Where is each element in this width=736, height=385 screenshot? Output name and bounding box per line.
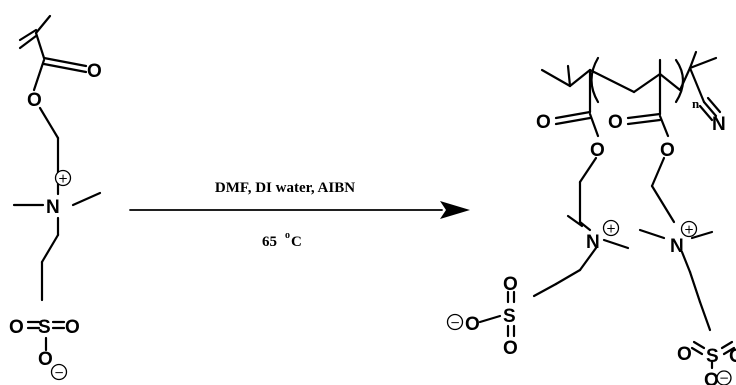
- end-right-bond: [678, 66, 692, 92]
- side-chain-1-ester-oxygen: O: [590, 140, 605, 161]
- nitrile-triple-3: [698, 104, 714, 122]
- side-chain-2-negative-charge-icon: [716, 370, 732, 385]
- reaction-temperature-degree: o: [285, 230, 290, 241]
- reaction-temperature-value: 65: [262, 234, 277, 250]
- side-chain-1-carbonyl-b: [554, 116, 592, 126]
- nitrile-carbon-bond: [688, 66, 706, 104]
- reaction-reagents: DMF, DI water, AIBN: [215, 180, 355, 196]
- side-chain-2-propyl-1: [680, 250, 692, 274]
- ester-oxygen: O: [27, 90, 42, 111]
- side-chain-1-propyl-1: [578, 246, 598, 272]
- side-chain-1-ester: [588, 112, 600, 138]
- side-chain-1-sulfonate-oxygen: O: [465, 314, 480, 335]
- alpha-carbon-bond: [34, 31, 46, 60]
- nitrile-triple-1: [702, 100, 718, 118]
- side-chain-1-positive-sign: +: [606, 222, 616, 236]
- end-methyl-1: [540, 68, 572, 88]
- side-chain-1-carbonyl-oxygen: O: [536, 112, 551, 133]
- methyl-bond: [34, 14, 52, 35]
- ethyl-bond-1: [38, 106, 60, 140]
- carbonyl-bond-b: [42, 62, 88, 74]
- end-right-methyl-2: [688, 50, 698, 70]
- side-chain-1-n-methyl-1: [566, 214, 584, 228]
- side-chain-1-n-methyl-2: [602, 238, 630, 250]
- side-chain-2-positive-sign: +: [684, 223, 694, 237]
- side-chain-2-ester-oxygen: O: [660, 140, 675, 161]
- side-chain-2-ethyl-2: [650, 184, 676, 224]
- side-chain-2-ethyl-1: [650, 156, 666, 188]
- repeat-index: n: [692, 96, 700, 111]
- side-chain-2-so-right-b: [722, 346, 736, 356]
- side-chain-1-so-left: [478, 314, 502, 324]
- arrow-head-icon: [440, 201, 470, 219]
- carbonyl-oxygen: O: [87, 61, 102, 82]
- side-chain-1-negative-sign: −: [450, 316, 460, 330]
- sulfonyl-oxygen-left: O: [9, 317, 24, 338]
- negative-charge-icon: [50, 363, 68, 381]
- sulfur-atom: S: [38, 317, 51, 338]
- side-chain-2-sulfur: S: [706, 346, 719, 367]
- side-chain-2-propyl-3: [698, 300, 712, 332]
- side-chain-1-n-bond: [578, 220, 592, 232]
- repeat-bracket-left: [590, 56, 600, 104]
- side-chain-1-carbonyl-a: [554, 110, 592, 120]
- vinyl-bond-a: [18, 34, 38, 50]
- positive-charge-icon: [54, 169, 72, 187]
- end-to-backbone: [568, 68, 592, 88]
- backbone-bond-2: [632, 72, 662, 94]
- side-chain-2-so-left-a: [692, 340, 706, 350]
- n-methyl-right: [71, 191, 102, 207]
- sulfonate-oxygen: O: [38, 349, 53, 370]
- side-chain-2-negative-sign: −: [719, 371, 729, 385]
- side-chain-2-carbonyl-b: [626, 118, 662, 126]
- side-chain-2-so-right-a: [720, 340, 734, 350]
- reaction-temperature-unit: C: [291, 234, 302, 250]
- backbone-bond-1: [588, 68, 636, 94]
- side-chain-1-sulfonyl-oxygen-bottom: O: [503, 338, 518, 359]
- side-chain-2-ester: [658, 114, 670, 138]
- nitrile-nitrogen: N: [712, 114, 726, 135]
- side-chain-1-sulfonyl-oxygen-top: O: [503, 274, 518, 295]
- side-chain-2-positive-charge-icon: [680, 220, 698, 238]
- carbonyl-bond-a: [42, 56, 88, 68]
- vinyl-bond-b: [18, 28, 38, 42]
- end-right-methyl-1: [688, 56, 718, 70]
- side-chain-1-positive-charge-icon: [602, 219, 620, 237]
- backbone-bond-3: [658, 72, 682, 92]
- side-chain-2-sulfonate-oxygen: O: [704, 370, 719, 385]
- reaction-arrow: [129, 201, 470, 219]
- side-chain-2-carbonyl-oxygen: O: [608, 112, 623, 133]
- side-chain-2-nitrogen: N: [670, 236, 684, 257]
- sulfonyl-oxygen-right: O: [65, 317, 80, 338]
- side-chain-1-ethyl-1: [578, 156, 598, 184]
- repeat-bracket-right: [674, 58, 685, 104]
- side-chain-2-so-left-b: [690, 346, 704, 356]
- side-chain-2-n-methyl-1: [638, 228, 666, 240]
- monomer-structure: O O N O S O O + −: [9, 14, 102, 381]
- propyl-bond-2: [40, 233, 60, 264]
- negative-charge-sign: −: [54, 366, 64, 380]
- side-chain-1-propyl-2: [554, 268, 582, 286]
- end-methyl-2: [566, 64, 572, 88]
- polymer-structure: n N O O N O S O O +: [446, 50, 736, 385]
- nitrile-triple-2: [706, 96, 722, 114]
- side-chain-2-sulfonyl-oxygen-right: O: [729, 346, 736, 367]
- positive-charge-sign: +: [58, 172, 68, 186]
- side-chain-2-carbonyl-a: [626, 112, 662, 120]
- side-chain-2-propyl-2: [688, 270, 702, 304]
- side-chain-2-sulfonyl-oxygen-left: O: [677, 344, 692, 365]
- side-chain-1-propyl-3: [532, 282, 558, 298]
- side-chain-1-sulfur: S: [503, 306, 516, 327]
- side-chain-2-n-methyl-2: [690, 230, 714, 240]
- side-chain-1-nitrogen: N: [586, 232, 600, 253]
- side-chain-1-negative-charge-icon: [446, 313, 464, 331]
- ester-bond: [32, 58, 46, 92]
- ammonium-nitrogen: N: [46, 197, 60, 218]
